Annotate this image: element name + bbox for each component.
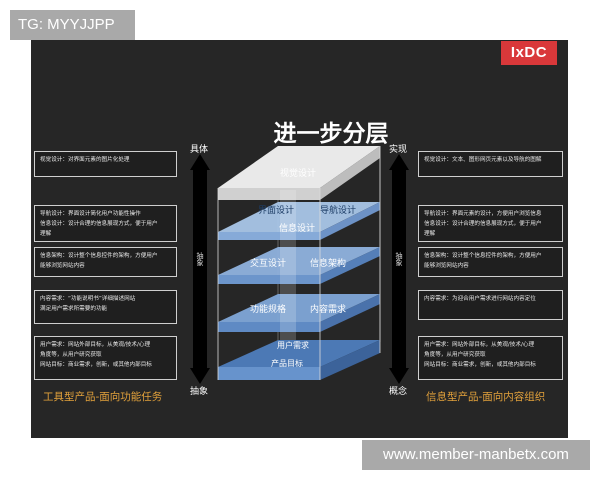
right-axis-arrow-up-icon xyxy=(389,154,409,170)
layer-label-content-req: 内容需求 xyxy=(310,305,347,315)
layer-label-spec: 功能规格 xyxy=(250,305,287,315)
layer-surface xyxy=(218,146,380,200)
ixdc-logo: IxDC xyxy=(501,41,557,65)
footer-left-caption: 工具型产品-面向功能任务 xyxy=(43,391,163,403)
diagram-slide: 视觉设计 界面设计 导航设计 信息设计 交互设计 信息架构 功能规格 内容需求 … xyxy=(31,40,568,438)
right-note-visual: 视觉设计：文本、图形网页元素以及导航的图解 xyxy=(418,151,563,177)
layer-label-info-arch: 信息架构 xyxy=(310,259,347,269)
left-note-skeleton: 导航设计：界面设计简化用户功能性操作信息设计：设计合理的信息展现方式，便于用户理… xyxy=(34,205,177,242)
layer-label-interaction: 交互设计 xyxy=(250,259,287,269)
right-axis-middle-label: 抽象 xyxy=(395,252,403,266)
left-note-scope: 内容需求：“功能说明书”详细描述网站满足用户需求所需要的功能 xyxy=(34,290,177,324)
layer-label-interface: 界面设计 xyxy=(258,206,295,216)
layer-structure xyxy=(218,247,380,284)
left-note-visual: 视觉设计：对界面元素的图片化处理 xyxy=(34,151,177,177)
layer-scope xyxy=(218,294,380,332)
watermark-top: TG: MYYJJPP xyxy=(10,10,135,40)
right-note-skeleton: 导航设计：界面元素的设计，方便用户浏览信息信息设计：设计合理的信息展现方式，便于… xyxy=(418,205,563,242)
right-axis-bottom-label: 概念 xyxy=(389,387,408,397)
layer-skeleton xyxy=(218,202,380,240)
layer-label-product-goal: 产品目标 xyxy=(271,359,303,368)
layer-label-user-needs: 用户需求 xyxy=(277,341,309,350)
left-axis-shaft xyxy=(193,168,207,370)
layer-label-visual: 视觉设计 xyxy=(280,169,317,179)
layer-label-navigation: 导航设计 xyxy=(320,206,357,216)
right-axis-top-label: 实现 xyxy=(389,145,408,155)
watermark-bottom: www.member-manbetx.com xyxy=(362,440,590,470)
left-axis-arrow-down-icon xyxy=(190,368,210,384)
left-note-strategy: 用户需求：网站外部目标，从美观/技术/心理角度等，从用户研究获取网站目标：商业需… xyxy=(34,336,177,380)
layer-label-information: 信息设计 xyxy=(279,224,316,234)
right-note-scope: 内容需求：为迎合用户需求进行网站内容定位 xyxy=(418,290,563,320)
right-axis-arrow-down-icon xyxy=(389,368,409,384)
footer-right-caption: 信息型产品-面向内容组织 xyxy=(426,391,546,403)
left-note-structure: 信息架构：设计整个信息控件的架构，方便用户能够浏览网站内容 xyxy=(34,247,177,277)
left-axis-middle-label: 抽象 xyxy=(196,252,204,266)
layer-stack xyxy=(217,146,381,380)
right-note-structure: 信息架构：设计整个信息控件的架构，方便用户能够浏览网站内容 xyxy=(418,247,563,277)
layer-base xyxy=(218,340,380,380)
left-axis-top-label: 具体 xyxy=(190,145,209,155)
left-axis-arrow-up-icon xyxy=(190,154,210,170)
right-axis-shaft xyxy=(392,168,406,370)
right-note-strategy: 用户需求：网站外部目标，从美观/技术/心理角度等，从用户研究获取网站目标：商业需… xyxy=(418,336,563,380)
left-axis-bottom-label: 抽象 xyxy=(190,387,209,397)
page-title: 进一步分层 xyxy=(273,121,389,147)
